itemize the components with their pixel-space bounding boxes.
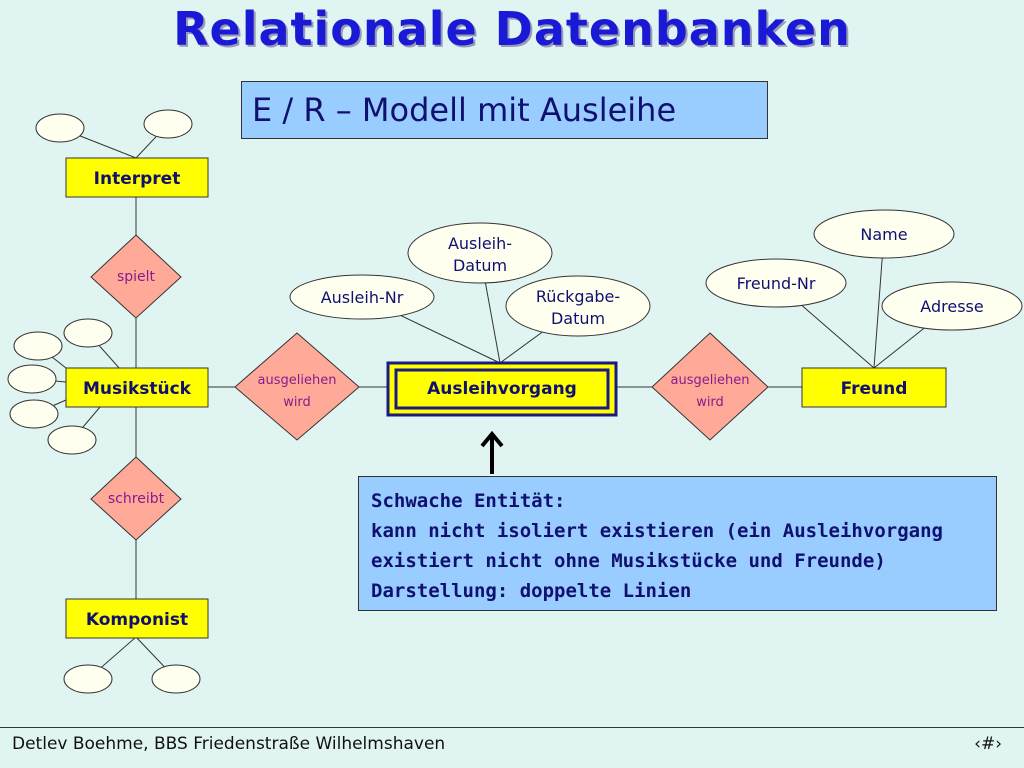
name-label: Name [860, 225, 907, 244]
komponist-entity [65, 598, 209, 639]
ausgeliehen-right-line2: wird [696, 395, 724, 410]
relationship-diamonds [90, 234, 769, 541]
attribute-ellipses [7, 109, 1023, 694]
ausgeliehen-left-line2: wird [283, 395, 311, 410]
interpret-entity [65, 157, 209, 198]
interpret-attr-1 [35, 113, 85, 143]
komponist-attr-2 [151, 664, 201, 694]
komponist-attr-1 [63, 664, 113, 694]
spielt-diamond [90, 234, 182, 319]
ausgeliehen-right-line1: ausgeliehen [671, 373, 750, 388]
schreibt-label: schreibt [108, 491, 165, 507]
freund-entity [801, 367, 947, 408]
ausleih-datum-label-2: Datum [453, 256, 507, 275]
footer-divider [0, 727, 1024, 728]
weak-entity-note: Schwache Entität: kann nicht isoliert ex… [358, 476, 997, 611]
rueckgabe-datum-label-1: Rückgabe- [536, 287, 620, 306]
musik-attr-5 [47, 425, 97, 455]
slide-title: Relationale Datenbanken [173, 2, 851, 56]
ausgeliehen-left-diamond [234, 332, 360, 441]
musik-attr-3 [7, 364, 57, 394]
adresse-attribute [881, 281, 1023, 331]
freund-nr-attribute [705, 258, 847, 308]
musik-attr-2 [13, 331, 63, 361]
musikstueck-entity [65, 367, 209, 408]
spielt-label: spielt [117, 269, 156, 285]
musik-attr-4 [9, 399, 59, 429]
ausleih-nr-attribute [289, 274, 435, 320]
ausleihvorgang-inner-border [394, 368, 610, 410]
note-line-3: existiert nicht ohne Musikstücke und Fre… [371, 550, 886, 572]
subtitle-box: E / R – Modell mit Ausleihe [241, 81, 768, 139]
freund-nr-label: Freund-Nr [737, 274, 816, 293]
freund-label: Freund [841, 379, 908, 399]
adresse-label: Adresse [920, 297, 983, 316]
ausgeliehen-left-line1: ausgeliehen [258, 373, 337, 388]
rueckgabe-datum-label-2: Datum [551, 309, 605, 328]
note-line-1: Schwache Entität: [371, 490, 566, 512]
name-attribute [813, 209, 955, 259]
note-line-2: kann nicht isoliert existieren (ein Ausl… [371, 520, 943, 542]
interpret-attr-2 [143, 109, 193, 139]
note-line-4: Darstellung: doppelte Linien [371, 580, 692, 602]
schreibt-diamond [90, 456, 182, 541]
entity-rectangles [65, 157, 947, 639]
ausleihvorgang-label: Ausleihvorgang [427, 379, 577, 399]
ausleih-datum-label-1: Ausleih- [448, 234, 512, 253]
rueckgabe-datum-attribute [505, 275, 651, 337]
ausleih-nr-label: Ausleih-Nr [321, 288, 404, 307]
ausleih-datum-attribute [407, 222, 553, 284]
musikstueck-label: Musikstück [83, 379, 192, 399]
musik-attr-1 [63, 318, 113, 348]
komponist-label: Komponist [86, 610, 188, 630]
arrow-up-icon [480, 430, 504, 474]
interpret-label: Interpret [94, 169, 181, 189]
ausgeliehen-right-diamond [651, 332, 769, 441]
footer-author: Detlev Boehme, BBS Friedenstraße Wilhelm… [12, 734, 446, 754]
footer-page-number: ‹#› [974, 734, 1002, 754]
subtitle-text: E / R – Modell mit Ausleihe [252, 91, 677, 129]
